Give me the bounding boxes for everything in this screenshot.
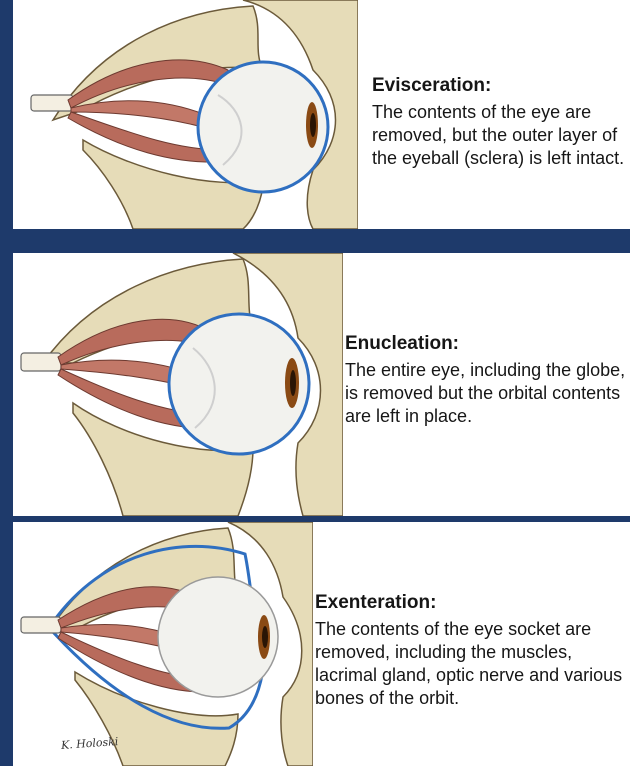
enucleation-title: Enucleation: xyxy=(345,333,627,355)
evisceration-title: Evisceration: xyxy=(372,75,627,97)
evisceration-caption: Evisceration: The contents of the eye ar… xyxy=(372,75,627,170)
exenteration-description: The contents of the eye socket are remov… xyxy=(315,618,627,710)
left-frame-rail xyxy=(0,0,13,766)
evisceration-illustration xyxy=(13,0,358,229)
panel-divider-top xyxy=(13,229,630,253)
enucleation-description: The entire eye, including the globe, is … xyxy=(345,359,627,428)
enucleation-illustration xyxy=(13,253,343,516)
exenteration-title: Exenteration: xyxy=(315,592,627,614)
exenteration-panel: K. Holoski Exenteration: The contents of… xyxy=(13,522,630,766)
evisceration-description: The contents of the eye are removed, but… xyxy=(372,101,627,170)
exenteration-illustration xyxy=(13,522,313,766)
evisceration-panel: Evisceration: The contents of the eye ar… xyxy=(13,0,630,229)
exenteration-caption: Exenteration: The contents of the eye so… xyxy=(315,592,627,710)
enucleation-caption: Enucleation: The entire eye, including t… xyxy=(345,333,627,428)
enucleation-panel: Enucleation: The entire eye, including t… xyxy=(13,253,630,516)
